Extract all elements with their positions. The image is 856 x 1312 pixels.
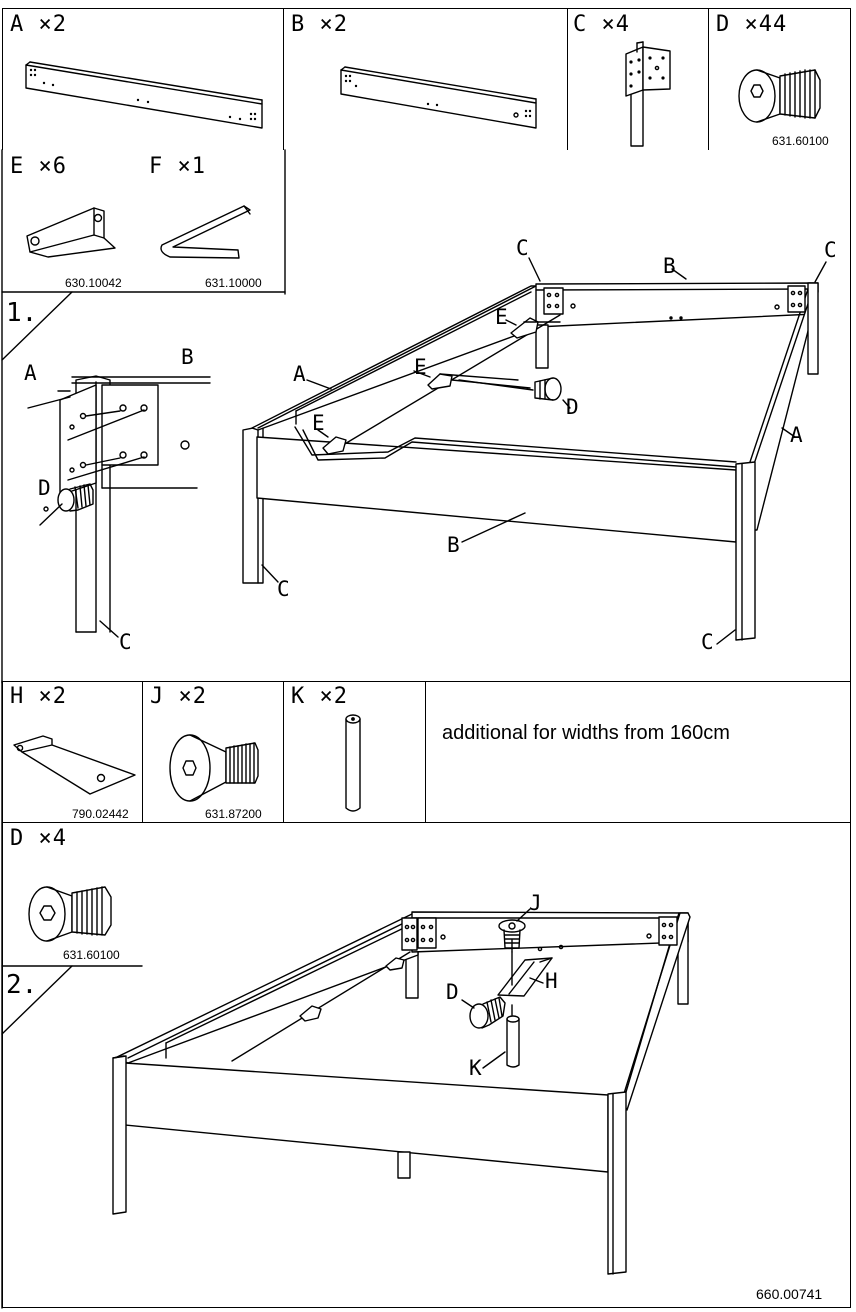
- part-b-label: B ×2: [291, 12, 348, 37]
- step2-frame: [113, 909, 690, 1274]
- step2-callout-j: J: [529, 891, 542, 915]
- step1-callout-d: D: [566, 395, 579, 419]
- step1-callout-e-low: E: [312, 411, 325, 435]
- part-f-label: F ×1: [149, 154, 206, 179]
- part-d-label: D ×44: [716, 12, 788, 37]
- widths-note: additional for widths from 160cm: [442, 722, 730, 744]
- step1-callout-c-top-right: C: [824, 238, 837, 262]
- step1-detail-callout-b: B: [181, 345, 194, 369]
- part-a-label: A ×2: [10, 12, 67, 37]
- part-h-code: 790.02442: [72, 807, 129, 821]
- part-e-code: 630.10042: [65, 276, 122, 290]
- part-a-rail-drawing: [26, 62, 262, 128]
- step1-callout-c-left: C: [277, 577, 290, 601]
- part-e-label: E ×6: [10, 154, 67, 179]
- step1-callout-e-top: E: [495, 305, 508, 329]
- part-d-extra-screw-drawing: [29, 887, 111, 941]
- step2-callout-d: D: [446, 980, 459, 1004]
- part-c-label: C ×4: [573, 12, 630, 37]
- note-box: [425, 681, 851, 824]
- part-d-extra-code: 631.60100: [63, 948, 120, 962]
- document-number: 660.00741: [756, 1286, 823, 1302]
- step1-callout-e-mid: E: [414, 355, 427, 379]
- part-k-label: K ×2: [291, 684, 348, 709]
- step1-callout-c-right: C: [701, 630, 714, 654]
- step1-detail-callout-c: C: [119, 630, 132, 654]
- step1-callout-b-top: B: [663, 254, 676, 278]
- step1-callout-c-top-left: C: [516, 236, 529, 260]
- part-f-code: 631.10000: [205, 276, 262, 290]
- step2-number: 2.: [6, 970, 38, 1000]
- part-d-code: 631.60100: [772, 134, 829, 148]
- step1-frame: [243, 258, 826, 644]
- step1-callout-a-left: A: [293, 362, 306, 386]
- part-d-screw-drawing: [739, 70, 820, 122]
- step2-callout-h: H: [545, 969, 558, 993]
- part-k-rod-drawing: [346, 715, 360, 811]
- part-j-label: J ×2: [150, 684, 207, 709]
- step1-number: 1.: [6, 298, 38, 328]
- part-d-extra-label: D ×4: [10, 826, 67, 851]
- step1-detail-callout-a: A: [24, 361, 37, 385]
- part-e-bracket-drawing: [27, 208, 115, 257]
- step1-detail-callout-d: D: [38, 476, 51, 500]
- part-box-j: [142, 681, 285, 824]
- part-f-allen-key-drawing: [161, 206, 250, 258]
- part-b-rail-drawing: [341, 67, 536, 128]
- step1-callout-a-right: A: [790, 423, 803, 447]
- part-c-leg-drawing: [626, 42, 670, 146]
- part-j-screw-drawing: [170, 735, 258, 801]
- step1-callout-b-front: B: [447, 533, 460, 557]
- step2-callout-k: K: [469, 1056, 482, 1080]
- part-h-bracket-drawing: [14, 736, 135, 794]
- part-h-label: H ×2: [10, 684, 67, 709]
- part-j-code: 631.87200: [205, 807, 262, 821]
- step1-detail-view: [28, 376, 210, 637]
